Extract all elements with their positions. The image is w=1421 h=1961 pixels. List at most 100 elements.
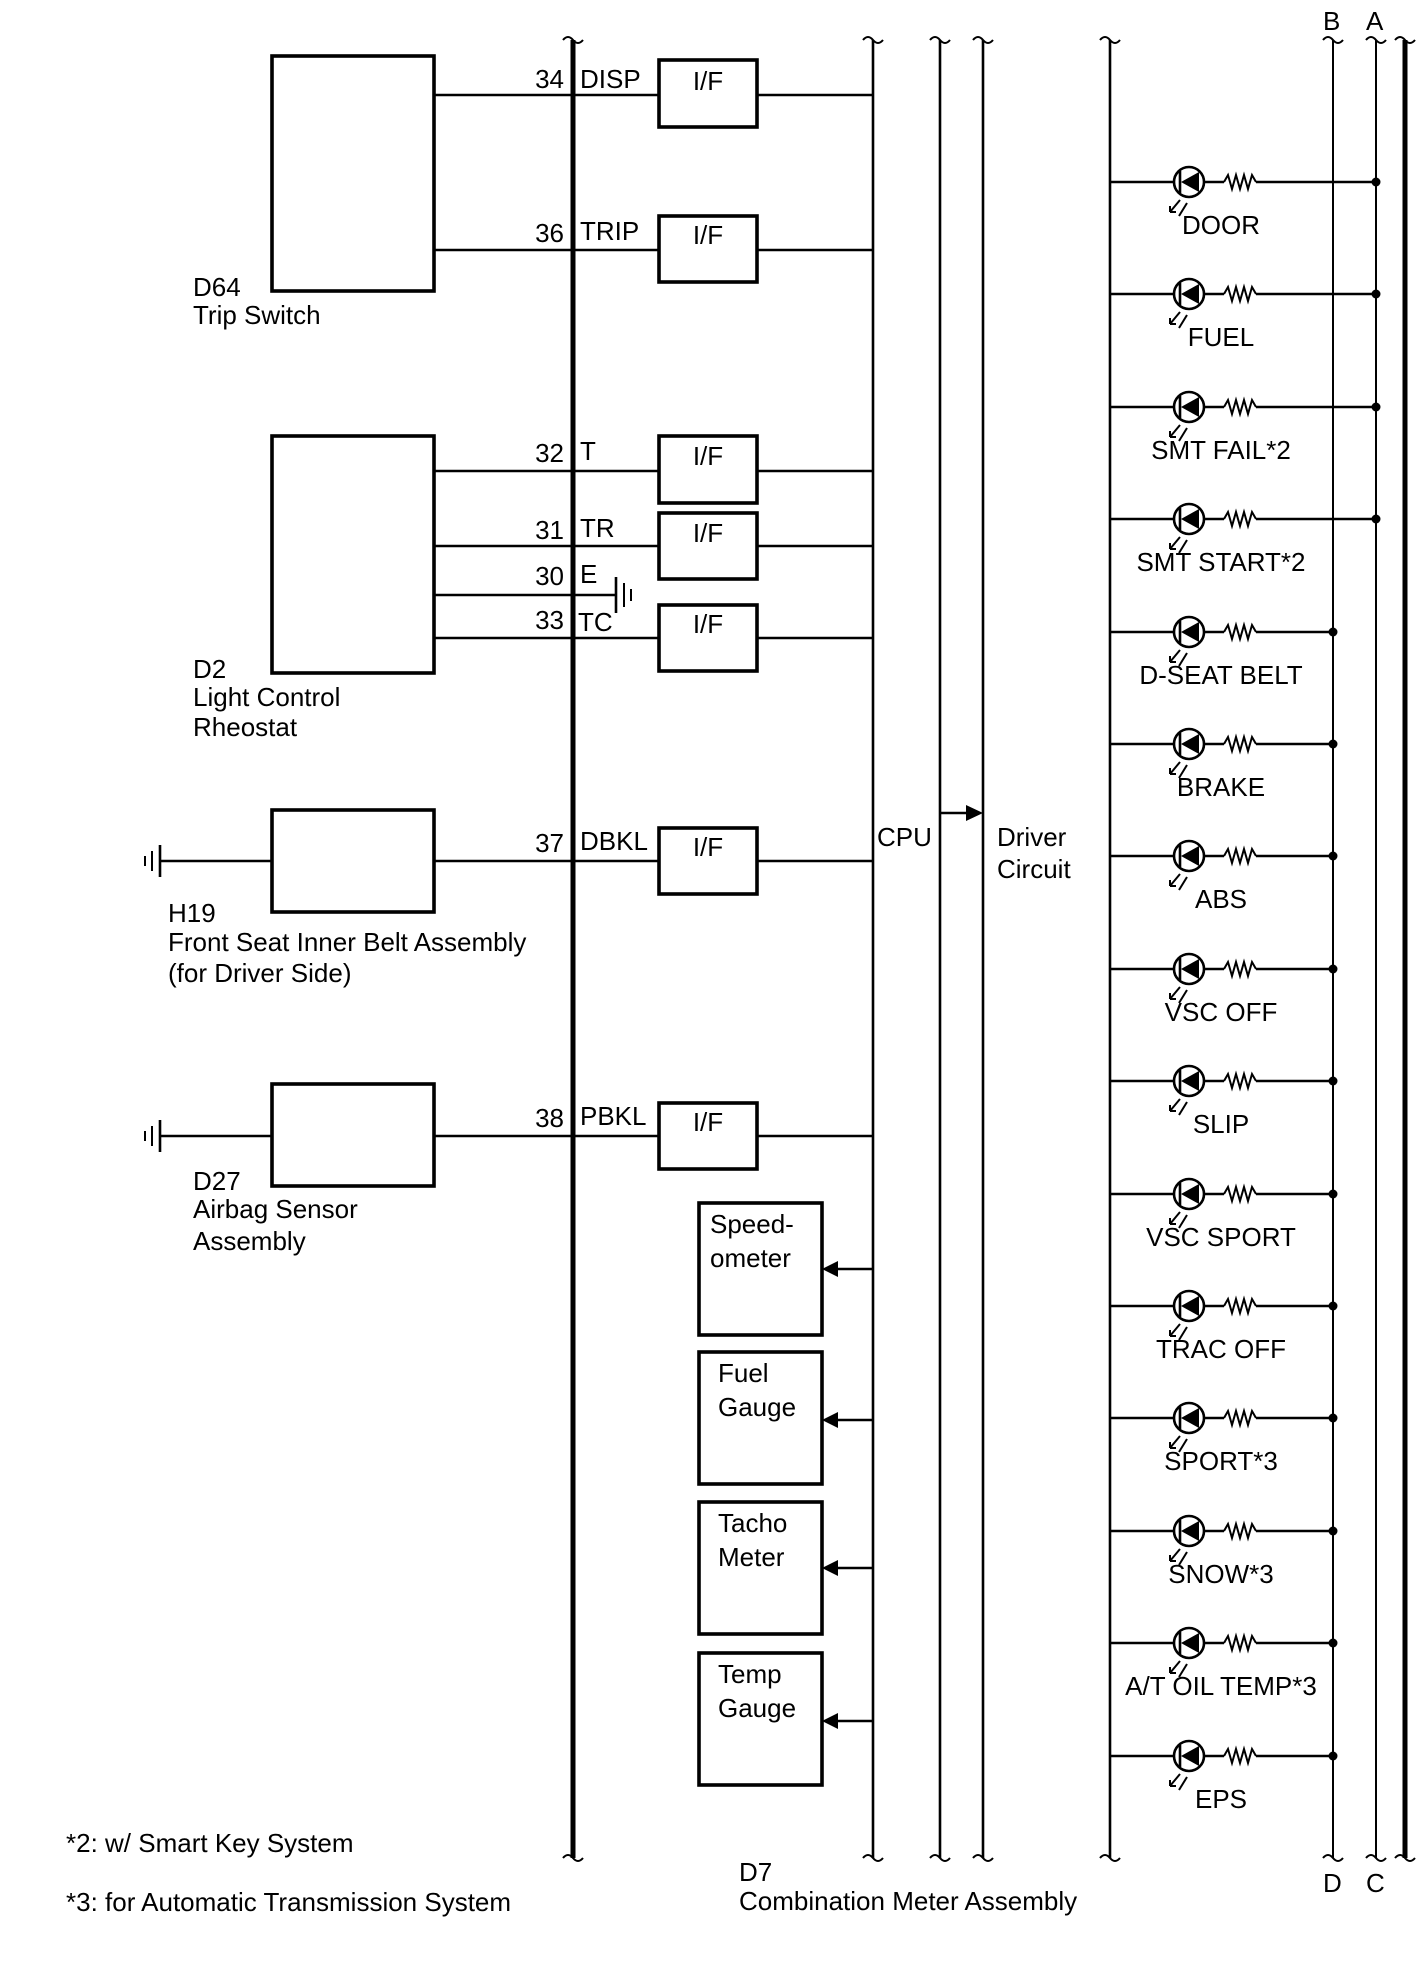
indicator-label: SNOW*3 <box>1168 1559 1273 1589</box>
resistor-icon <box>1223 1520 1257 1542</box>
arrowhead <box>822 1560 838 1576</box>
interface-blocks: I/F I/F I/F I/F I/F I/F I/F <box>657 58 759 1171</box>
junction-dot <box>1371 289 1381 299</box>
interface-block <box>657 603 759 673</box>
break-mark <box>929 36 951 44</box>
pin-number: 38 <box>535 1103 564 1133</box>
component-name: Front Seat Inner Belt Assembly <box>168 927 526 957</box>
junction-dot <box>1371 402 1381 412</box>
pin-number: 33 <box>535 605 564 635</box>
resistor-icon <box>1223 1070 1257 1092</box>
indicator-label: VSC OFF <box>1165 997 1278 1027</box>
component-airbag-sensor: D27 Airbag Sensor Assembly <box>144 1082 436 1256</box>
indicator-row: SMT START*2 <box>1110 502 1381 577</box>
svg-text:Temp: Temp <box>718 1659 782 1689</box>
resistor-icon <box>1223 396 1257 418</box>
svg-text:I/F: I/F <box>693 220 723 250</box>
svg-text:ometer: ometer <box>710 1243 791 1273</box>
pin-labels: 34 DISP 36 TRIP 32 T 31 TR 30 E 33 TC 37… <box>535 64 648 1133</box>
junction-dot <box>1371 177 1381 187</box>
component-front-seat-inner-belt: H19 Front Seat Inner Belt Assembly (for … <box>144 808 526 988</box>
gauge-speedometer: Speed- ometer <box>697 1201 873 1337</box>
break-mark <box>929 1854 951 1862</box>
gauge-fuel: Fuel Gauge <box>697 1350 873 1486</box>
pin-name: TR <box>580 513 615 543</box>
interface-block <box>657 434 759 505</box>
arrowhead <box>822 1713 838 1729</box>
indicator-row: TRAC OFF <box>1110 1289 1338 1364</box>
break-mark <box>972 1854 994 1862</box>
svg-text:Fuel: Fuel <box>718 1358 769 1388</box>
component-name: Light Control <box>193 682 340 712</box>
break-mark <box>1365 1854 1387 1862</box>
pin-name: TRIP <box>580 216 639 246</box>
bus-label-c: C <box>1366 1868 1385 1898</box>
indicator-row: D-SEAT BELT <box>1110 615 1338 690</box>
resistor-icon <box>1223 1183 1257 1205</box>
pin-name: E <box>580 559 597 589</box>
pin-number: 34 <box>535 64 564 94</box>
indicator-label: SPORT*3 <box>1164 1446 1278 1476</box>
indicator-row: SNOW*3 <box>1110 1514 1338 1589</box>
junction-dot <box>1328 1751 1338 1761</box>
indicator-row: VSC OFF <box>1110 952 1338 1027</box>
break-mark <box>1394 1854 1416 1862</box>
component-name: Trip Switch <box>193 300 321 330</box>
break-mark <box>1322 1854 1344 1862</box>
indicator-label: SMT START*2 <box>1136 547 1305 577</box>
junction-dot <box>1328 627 1338 637</box>
indicator-label: SMT FAIL*2 <box>1151 435 1291 465</box>
component-name-line2: Assembly <box>193 1226 306 1256</box>
resistor-icon <box>1223 1745 1257 1767</box>
pin-name: TC <box>578 607 613 637</box>
footnote-automatic-transmission: *3: for Automatic Transmission System <box>66 1887 511 1917</box>
svg-text:I/F: I/F <box>693 66 723 96</box>
rheostat-box <box>270 434 436 675</box>
break-mark <box>1099 36 1121 44</box>
resistor-icon <box>1223 283 1257 305</box>
indicator-row: VSC SPORT <box>1110 1177 1338 1252</box>
indicator-label: BRAKE <box>1177 772 1265 802</box>
junction-dot <box>1328 1526 1338 1536</box>
junction-dot <box>1371 514 1381 524</box>
component-trip-switch: D64 Trip Switch <box>193 54 436 330</box>
pin-number: 36 <box>535 218 564 248</box>
airbag-sensor-box <box>270 1082 436 1188</box>
belt-assembly-box <box>270 808 436 914</box>
svg-text:Tacho: Tacho <box>718 1508 787 1538</box>
bus-label-a: A <box>1366 6 1384 36</box>
junction-dot <box>1328 1413 1338 1423</box>
break-mark <box>562 1854 584 1862</box>
component-ref: D64 <box>193 272 241 302</box>
interface-block <box>657 214 759 284</box>
cpu-label: CPU <box>877 822 932 852</box>
interface-block <box>657 511 759 581</box>
svg-text:Gauge: Gauge <box>718 1693 796 1723</box>
gauge-tachometer: Tacho Meter <box>697 1500 873 1636</box>
pin-number: 31 <box>535 515 564 545</box>
break-mark <box>1365 36 1387 44</box>
svg-text:I/F: I/F <box>693 441 723 471</box>
pin-number: 30 <box>535 561 564 591</box>
junction-dot <box>1328 1638 1338 1648</box>
vertical-buses <box>562 36 1416 1862</box>
indicator-row: SPORT*3 <box>1110 1401 1338 1476</box>
resistor-icon <box>1223 958 1257 980</box>
break-mark <box>1394 36 1416 44</box>
indicator-row: FUEL <box>1110 277 1381 352</box>
indicator-row: SLIP <box>1110 1064 1338 1139</box>
main-component-ref: D7 <box>739 1857 772 1887</box>
indicator-label: TRAC OFF <box>1156 1334 1286 1364</box>
indicator-row: ABS <box>1110 839 1338 914</box>
indicator-label: EPS <box>1195 1784 1247 1814</box>
resistor-icon <box>1223 845 1257 867</box>
gauges: Speed- ometer Fuel Gauge Tacho Meter Tem… <box>697 1201 873 1787</box>
interface-block <box>657 826 759 896</box>
resistor-icon <box>1223 508 1257 530</box>
component-ref: H19 <box>168 898 216 928</box>
trip-switch-box <box>270 54 436 293</box>
indicator-label: VSC SPORT <box>1146 1222 1296 1252</box>
arrowhead <box>822 1412 838 1428</box>
break-mark <box>1099 1854 1121 1862</box>
